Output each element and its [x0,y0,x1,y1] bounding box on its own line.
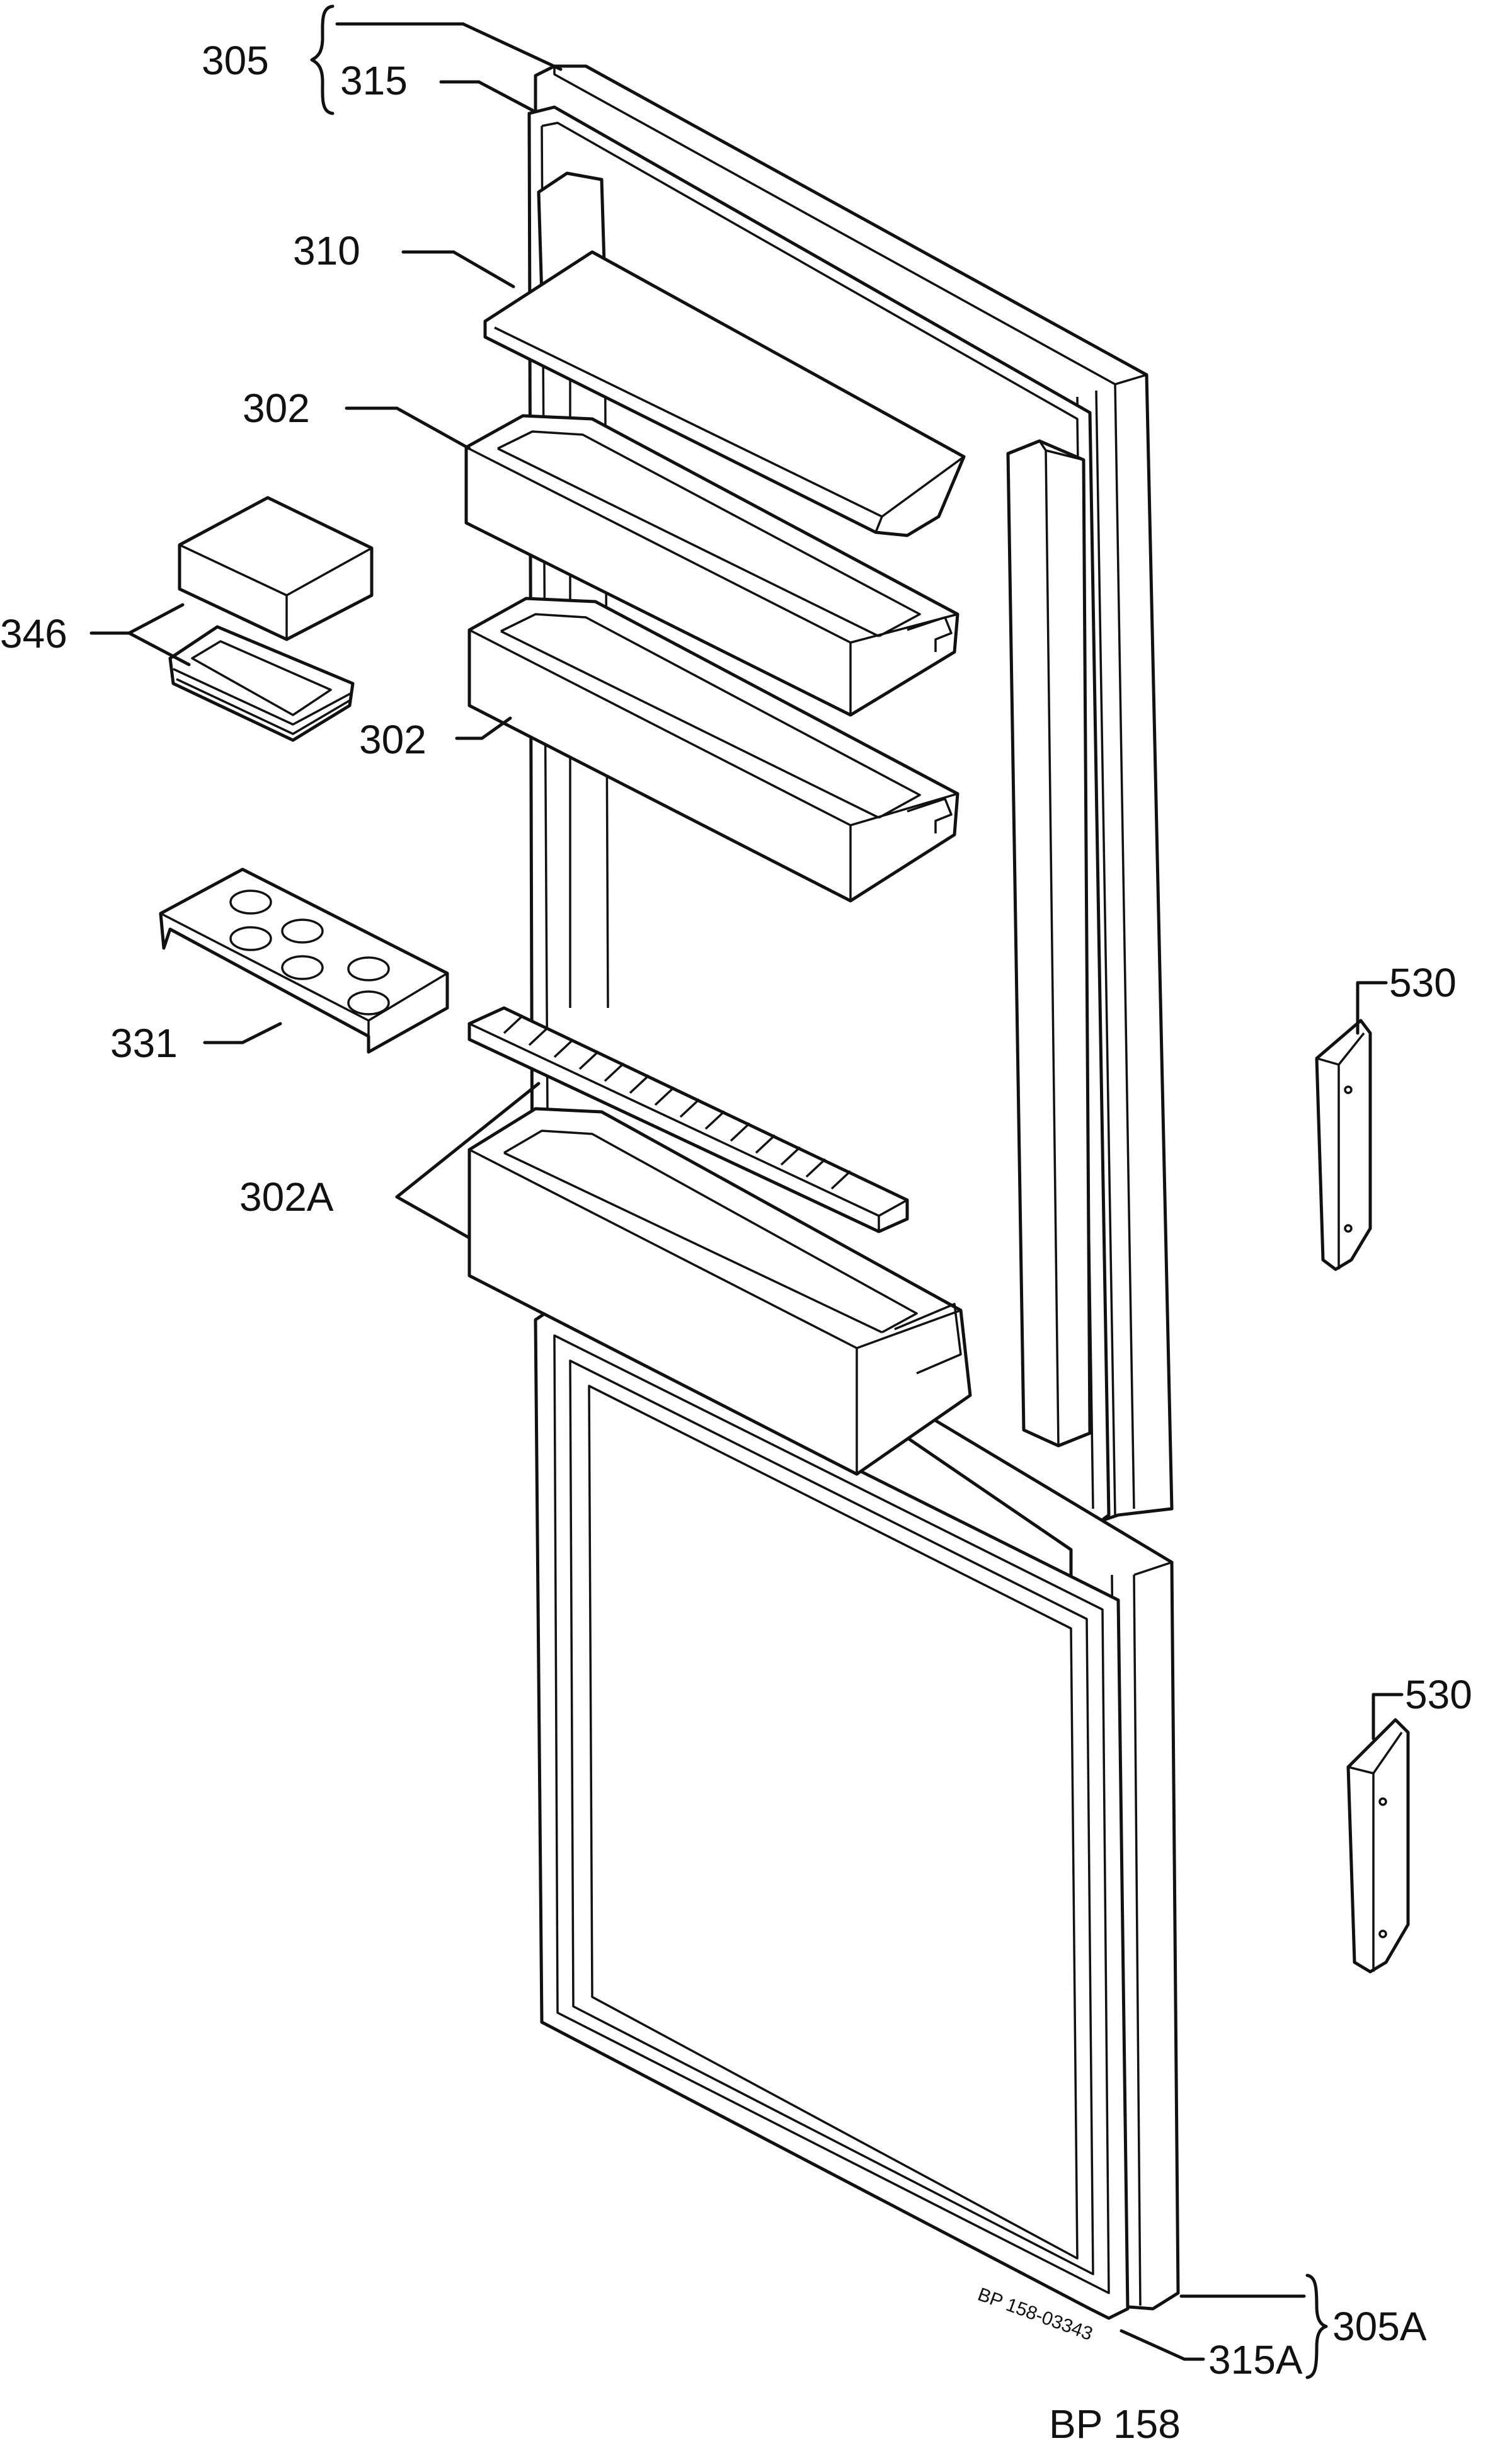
door-shelf-302-upper [464,414,959,717]
door-shelf-302-middle [467,597,959,903]
label-302-middle: 302 [359,717,427,762]
rack-teeth [503,1014,852,1190]
label-305A: 305A [1332,2304,1427,2349]
bottle-shelf-302A [467,1107,972,1476]
leader-lines [89,22,1404,2361]
label-302A: 302A [239,1174,334,1220]
sheet-code: BP 158 [1049,2401,1181,2447]
handle-530-lower [1346,1718,1410,1974]
butter-box-346 [168,496,374,742]
lower-gasket [534,1312,1130,2320]
label-310: 310 [293,228,360,273]
label-302-upper: 302 [243,386,310,431]
bottle-rack-302A [467,1006,909,1233]
label-315A: 315A [1208,2337,1303,2382]
brace-305 [310,4,335,115]
label-346: 346 [0,611,67,656]
label-315: 315 [340,58,408,103]
label-530-upper: 530 [1389,960,1457,1005]
egg-tray-331 [159,867,449,1054]
shelf-flap-310 [483,250,966,537]
label-305: 305 [202,38,269,83]
brace-305A [1305,2274,1328,2379]
label-331: 331 [110,1021,178,1066]
door-strip [1006,439,1092,1448]
handle-530-upper [1315,1019,1372,1271]
label-530-lower: 530 [1405,1672,1472,1717]
